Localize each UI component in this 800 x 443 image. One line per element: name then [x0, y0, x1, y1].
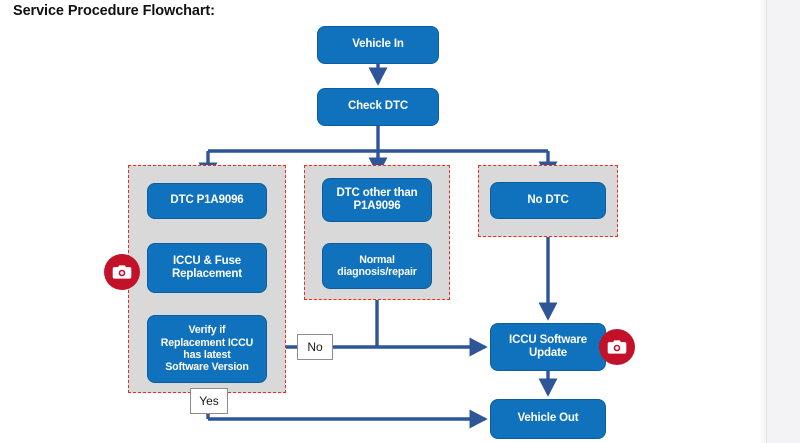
node-normal-diagnosis-repair[interactable]: Normal diagnosis/repair: [322, 243, 432, 289]
right-scroll-gutter[interactable]: [766, 0, 800, 443]
node-check-dtc[interactable]: Check DTC: [317, 88, 439, 126]
camera-icon[interactable]: [599, 329, 635, 365]
node-dtc-other-than-p1a9096[interactable]: DTC other than P1A9096: [322, 178, 432, 222]
edge-label-yes: Yes: [190, 388, 228, 414]
node-iccu-fuse-replacement[interactable]: ICCU & Fuse Replacement: [147, 243, 267, 293]
edge-label-no: No: [297, 334, 333, 360]
node-iccu-software-update[interactable]: ICCU Software Update: [490, 323, 606, 371]
page-title: Service Procedure Flowchart:: [13, 3, 215, 19]
node-no-dtc[interactable]: No DTC: [490, 182, 606, 219]
node-verify-replacement-iccu[interactable]: Verify if Replacement ICCU has latest So…: [147, 315, 267, 383]
flowchart-canvas: Vehicle In Check DTC DTC P1A9096 DTC oth…: [104, 26, 635, 439]
node-vehicle-out[interactable]: Vehicle Out: [490, 399, 606, 439]
node-vehicle-in[interactable]: Vehicle In: [317, 26, 439, 64]
node-dtc-p1a9096[interactable]: DTC P1A9096: [147, 183, 267, 219]
camera-icon[interactable]: [104, 254, 140, 290]
content-edge-shadow: [758, 0, 766, 443]
